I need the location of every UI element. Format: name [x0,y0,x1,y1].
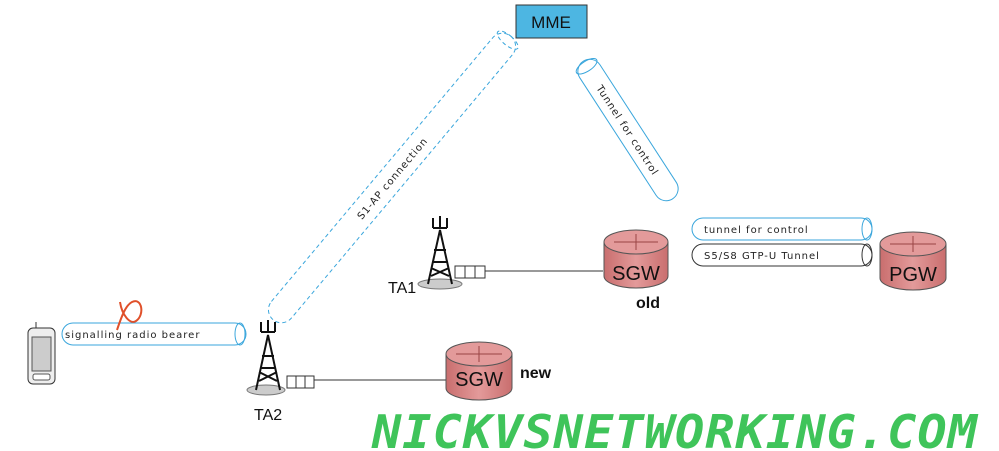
gtpu-tube: S5/S8 GTP-U Tunnel [691,243,873,267]
ta1-label: TA1 [388,280,416,297]
phone-icon [27,322,56,385]
mme-label: MME [531,13,571,32]
ta1-tower-icon [417,216,486,290]
mme-control-label: Tunnel for control [593,83,660,178]
sgw-old-node: SGW [603,229,669,289]
mme-control-tube: Tunnel for control [575,57,679,202]
radio-bearer-tube: signalling radio bearer [61,322,247,346]
s1ap-label: S1-AP connection [356,136,431,222]
broken-link-mark-icon [116,300,143,331]
mme-node: MME [515,4,588,39]
gtpu-label: S5/S8 GTP-U Tunnel [704,251,820,262]
sgw-new-node: SGW [445,341,513,401]
pgw-label: PGW [889,264,937,286]
radio-bearer-label: signalling radio bearer [65,330,200,341]
sgw-old-label: SGW [612,263,660,285]
sgw-new-sublabel: new [520,365,552,382]
sgw-pgw-control-tube: tunnel for control [691,217,873,241]
sgw-new-label: SGW [455,369,503,391]
sgw-old-sublabel: old [636,295,660,312]
ta2-tower-icon [246,320,315,396]
pgw-node: PGW [879,231,947,291]
watermark: NICKVSNETWORKING.COM [371,405,978,451]
ta2-label: TA2 [254,407,282,424]
sgw-pgw-control-label: tunnel for control [704,225,809,236]
